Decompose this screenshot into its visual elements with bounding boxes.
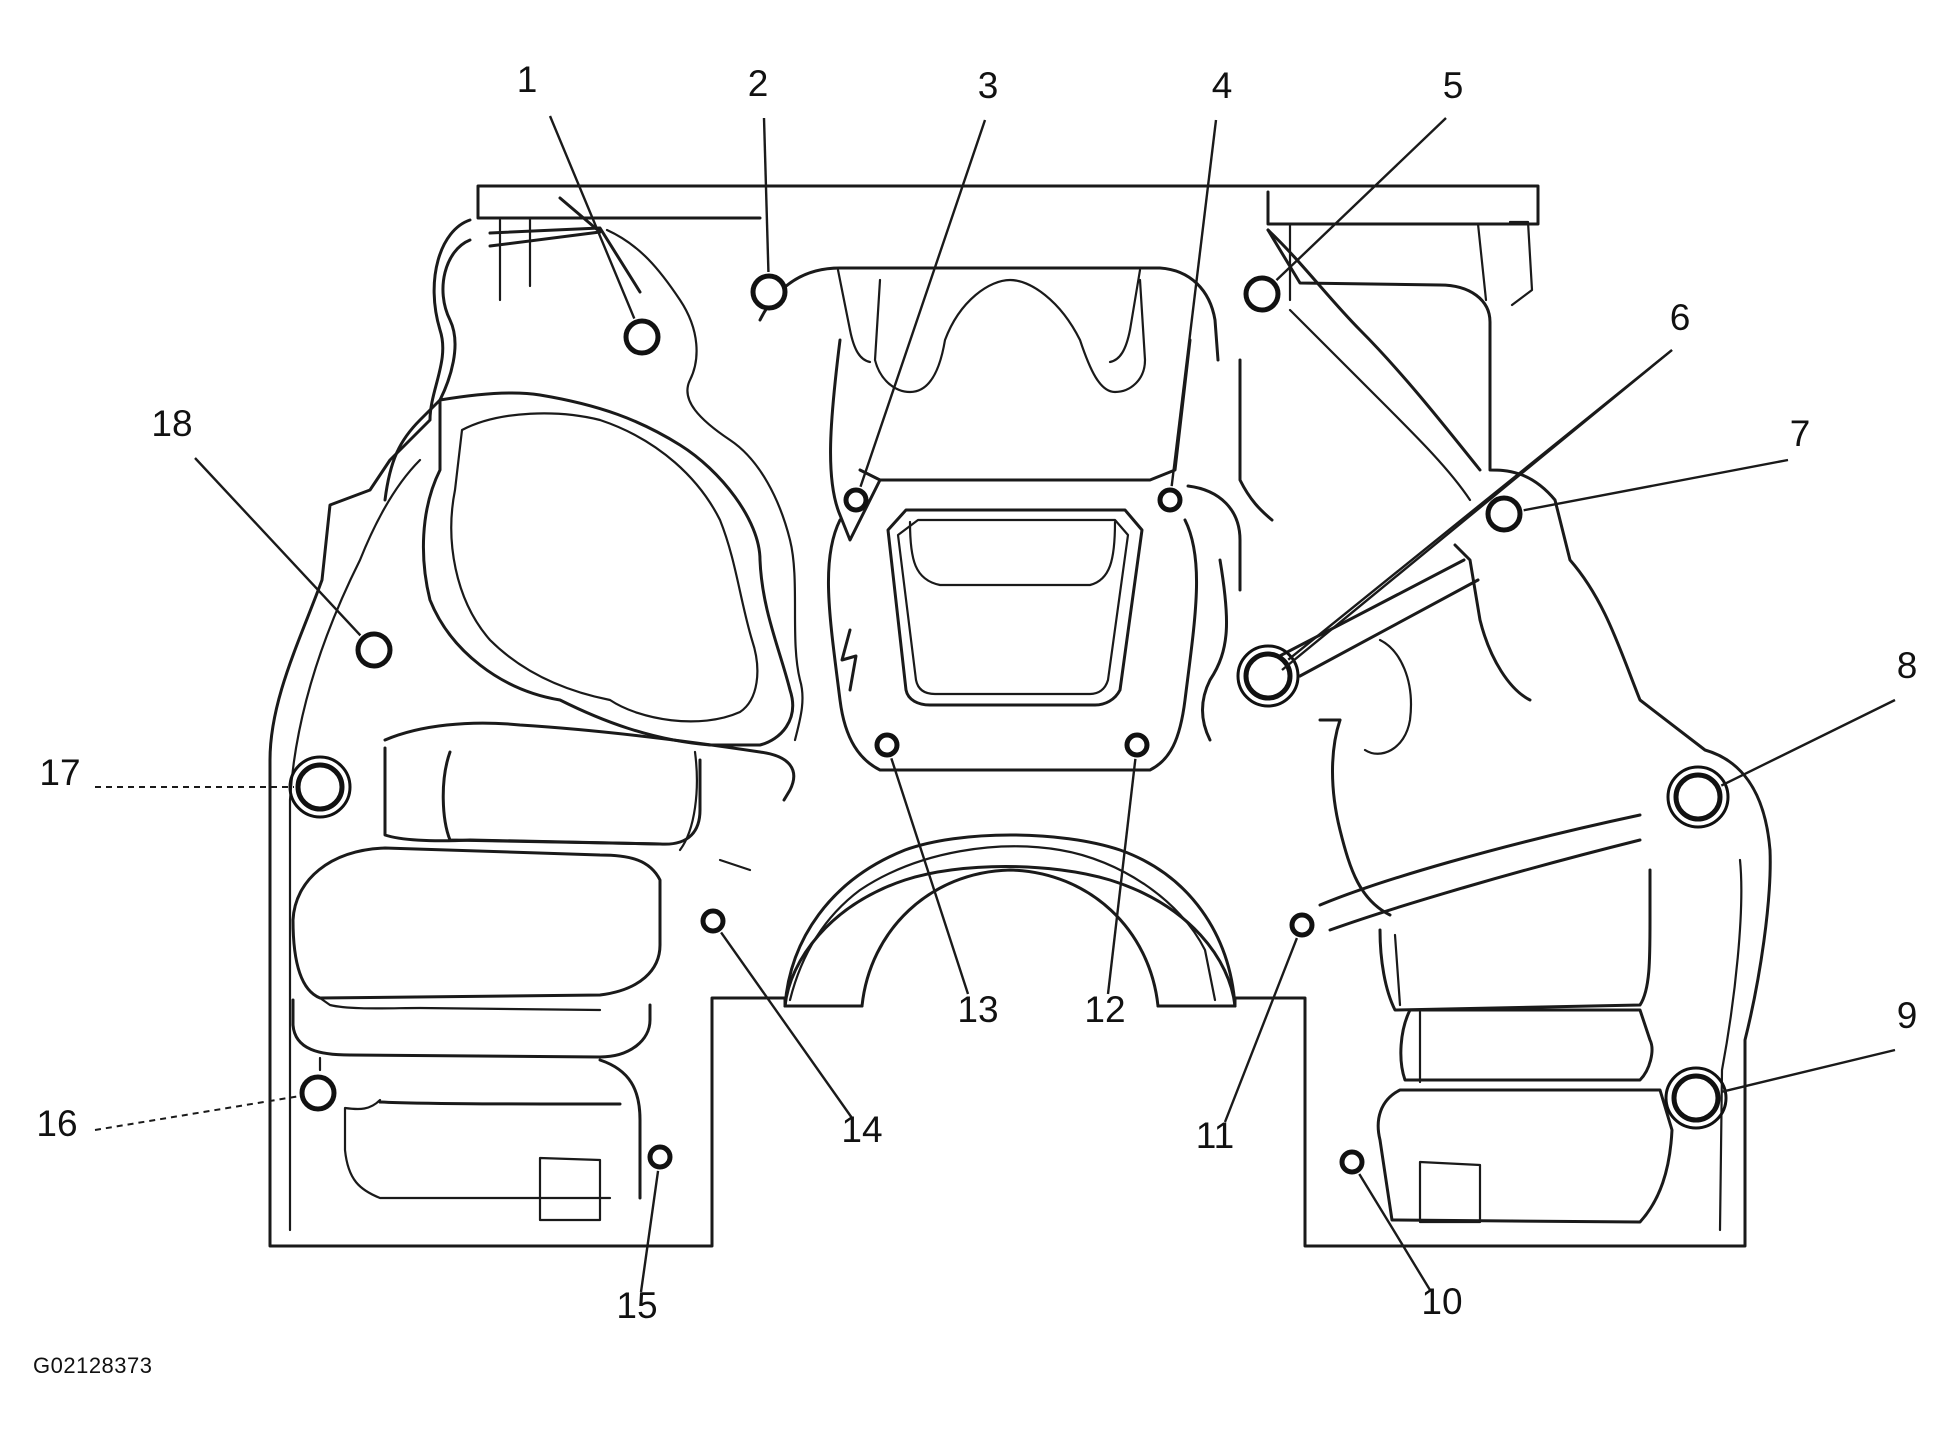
- callout-number-1: 1: [517, 59, 538, 100]
- callout-number-4: 4: [1212, 65, 1233, 106]
- callout-number-11: 11: [1196, 1115, 1234, 1156]
- callout-number-5: 5: [1443, 65, 1464, 106]
- right-upper-gasket: [1238, 228, 1532, 917]
- bolt-hole-8: [1673, 772, 1723, 822]
- bolt-hole-14: [700, 908, 726, 934]
- leader-line-8: [1720, 698, 1896, 787]
- callout-number-3: 3: [978, 65, 999, 106]
- callout-number-16: 16: [36, 1103, 77, 1144]
- bolt-hole-18: [355, 631, 393, 669]
- right-webs: [1318, 813, 1674, 1224]
- leader-line-11: [1223, 937, 1299, 1123]
- callout-number-9: 9: [1897, 995, 1918, 1036]
- leader-line-9: [1720, 1048, 1896, 1094]
- leader-line-5: [1275, 117, 1447, 282]
- left-upper-gasket: [383, 196, 804, 747]
- center-bore: [758, 266, 1242, 772]
- bolt-boss-9: [1664, 1066, 1728, 1130]
- leader-line-1: [548, 115, 636, 319]
- bolt-hole-7: [1485, 495, 1523, 533]
- leader-line-15: [639, 1170, 660, 1293]
- callout-number-14: 14: [841, 1109, 882, 1150]
- callout-number-15: 15: [616, 1285, 657, 1326]
- callout-number-2: 2: [748, 63, 769, 104]
- leader-line-7: [1523, 458, 1789, 512]
- leader-line-18: [194, 457, 362, 637]
- leader-line-10: [1358, 1173, 1432, 1291]
- bolt-hole-1: [623, 318, 661, 356]
- bolt-hole-13: [874, 732, 900, 758]
- bolt-hole-16: [299, 1074, 337, 1112]
- crank-arch: [783, 833, 1237, 1008]
- bolt-boss-6: [1236, 644, 1300, 708]
- top-deck-rail: [476, 184, 1540, 307]
- leader-line-16: [94, 1095, 299, 1131]
- bolt-hole-15: [647, 1144, 673, 1170]
- bolt-hole-10: [1339, 1149, 1365, 1175]
- bolt-hole-9: [1671, 1073, 1721, 1123]
- callout-number-8: 8: [1897, 645, 1918, 686]
- callout-number-6: 6: [1670, 297, 1691, 338]
- callout-number-12: 12: [1084, 989, 1125, 1030]
- left-webs: [291, 721, 796, 1222]
- bolt-hole-3: [843, 487, 869, 513]
- callout-number-17: 17: [39, 752, 80, 793]
- bolt-hole-4: [1157, 487, 1183, 513]
- bolt-hole-17: [295, 762, 345, 812]
- callout-number-10: 10: [1421, 1281, 1462, 1322]
- callout-number-7: 7: [1790, 413, 1811, 454]
- callout-number-18: 18: [151, 403, 192, 444]
- bolt-hole-6: [1243, 651, 1293, 701]
- bolt-hole-5: [1243, 275, 1281, 313]
- bolt-boss-8: [1666, 765, 1730, 829]
- figure-code: G02128373: [33, 1353, 153, 1378]
- bolt-holes: [288, 273, 1730, 1175]
- callout-number-13: 13: [957, 989, 998, 1030]
- leader-line-14: [720, 931, 853, 1119]
- bolt-hole-12: [1124, 732, 1150, 758]
- block-outline: [268, 218, 1772, 1248]
- leader-line-4: [1170, 119, 1218, 487]
- leader-line-2: [762, 117, 770, 273]
- leader-line-3: [859, 119, 987, 488]
- leader-line-6b: [1281, 349, 1673, 671]
- bolt-hole-2: [750, 273, 788, 311]
- leader-line-12: [1106, 758, 1137, 995]
- callout-leaders: [94, 115, 1896, 1293]
- bolt-hole-11: [1289, 912, 1315, 938]
- bolt-boss-17: [288, 755, 352, 819]
- leader-line-13: [890, 757, 970, 995]
